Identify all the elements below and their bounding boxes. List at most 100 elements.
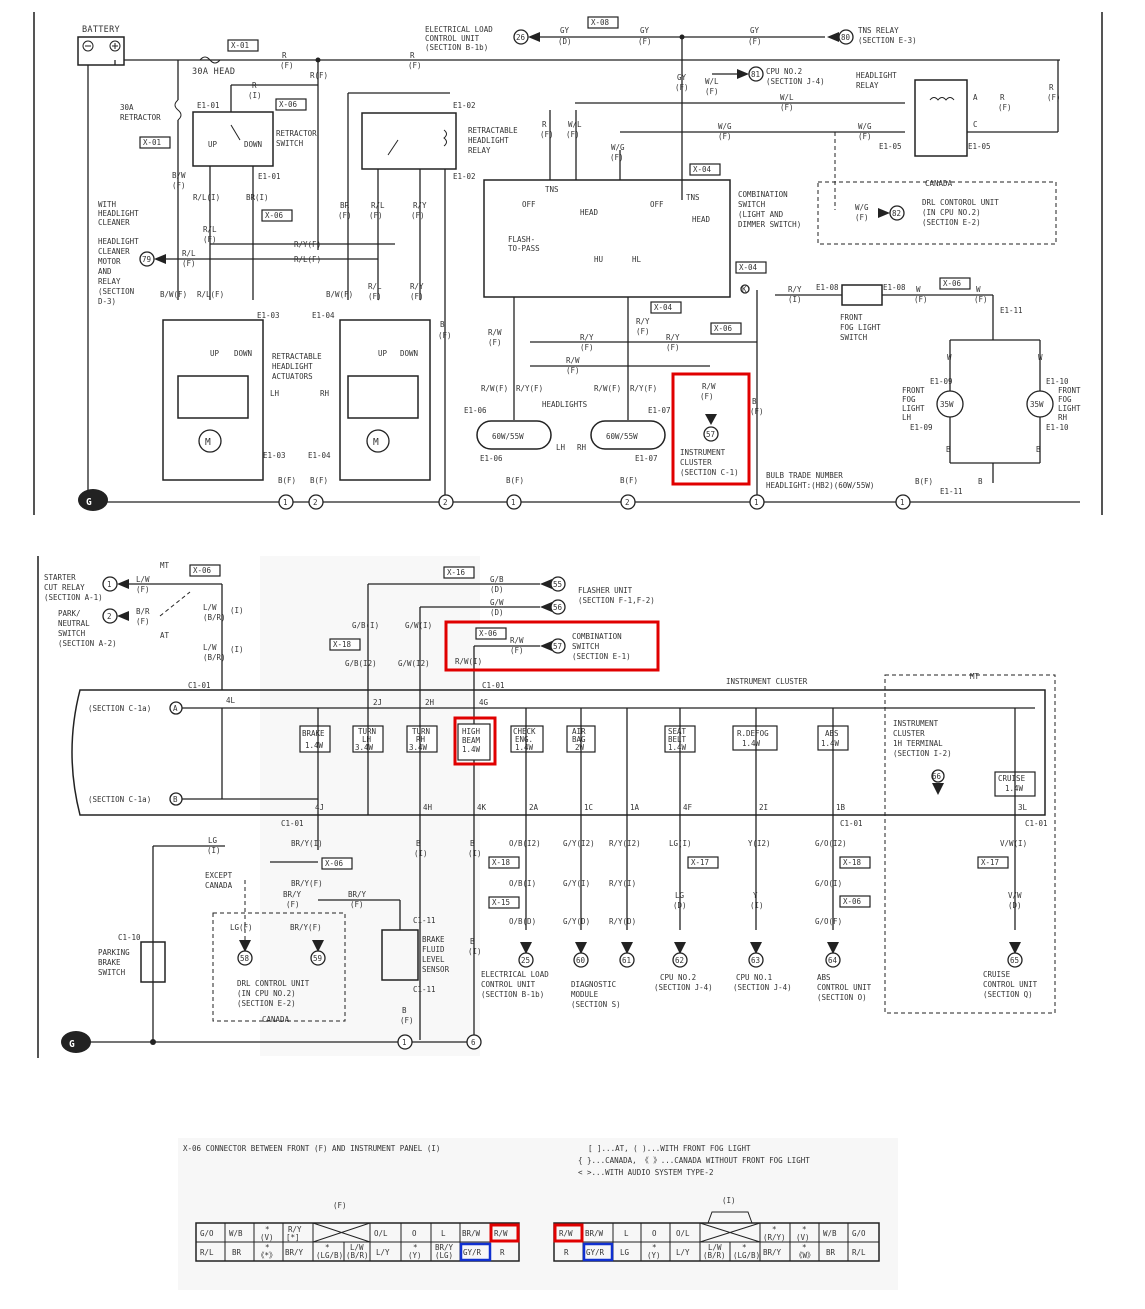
bulb-r-defog: [732, 725, 778, 751]
svg-text:*: *: [265, 1225, 270, 1234]
svg-text:SENSOR: SENSOR: [422, 965, 450, 974]
svg-text:LG: LG: [675, 891, 685, 900]
svg-text:(F): (F): [718, 132, 732, 141]
svg-text:65: 65: [1010, 956, 1019, 965]
svg-text:R/L: R/L: [203, 225, 217, 234]
svg-text:B: B: [470, 937, 475, 946]
svg-text:R/W(F): R/W(F): [481, 384, 508, 393]
svg-text:R(F): R(F): [310, 71, 328, 80]
svg-text:BAG: BAG: [572, 735, 586, 744]
svg-text:R/L: R/L: [852, 1248, 866, 1257]
svg-text:ENG.: ENG.: [515, 735, 533, 744]
svg-text:(F): (F): [636, 327, 650, 336]
svg-text:BR: BR: [232, 1248, 242, 1257]
svg-text:B: B: [416, 839, 421, 848]
svg-text:E1-06: E1-06: [464, 406, 487, 415]
svg-text:DOWN: DOWN: [244, 140, 262, 149]
svg-text:PARK/: PARK/: [58, 609, 81, 618]
svg-text:1.4W: 1.4W: [668, 743, 687, 752]
svg-text:(IN CPU NO.2): (IN CPU NO.2): [237, 989, 296, 998]
svg-text:X-06: X-06: [265, 211, 284, 220]
svg-text:G/O: G/O: [200, 1229, 214, 1238]
actuator-lh: [162, 319, 264, 481]
svg-text:E1-06: E1-06: [480, 454, 503, 463]
svg-text:GY/R: GY/R: [586, 1248, 605, 1257]
svg-text:LH: LH: [362, 735, 372, 744]
svg-text:30A: 30A: [120, 103, 134, 112]
svg-text:(I): (I): [468, 849, 482, 858]
svg-text:1C: 1C: [584, 803, 593, 812]
svg-text:LG: LG: [620, 1248, 630, 1257]
svg-text:X-04: X-04: [739, 263, 758, 272]
svg-text:X-06: X-06: [943, 279, 962, 288]
svg-text:PARKING: PARKING: [98, 948, 130, 957]
svg-text:SEAT: SEAT: [668, 727, 687, 736]
svg-text:C1-10: C1-10: [118, 933, 141, 942]
svg-text:56: 56: [553, 603, 563, 612]
svg-text:(F): (F): [400, 1016, 414, 1025]
svg-text:G/O: G/O: [852, 1229, 866, 1238]
svg-text:W/L: W/L: [705, 77, 719, 86]
svg-text:35W: 35W: [940, 400, 954, 409]
svg-text:(SECTION E-2): (SECTION E-2): [922, 218, 981, 227]
svg-text:DOWN: DOWN: [234, 349, 252, 358]
svg-text:BELT: BELT: [668, 735, 687, 744]
svg-text:UP: UP: [378, 349, 388, 358]
svg-text:W/B: W/B: [823, 1229, 837, 1238]
svg-text:W: W: [1038, 353, 1043, 362]
svg-text:R/L: R/L: [182, 249, 196, 258]
svg-text:(I): (I): [788, 295, 802, 304]
svg-text:SWITCH: SWITCH: [572, 642, 600, 651]
svg-text:B: B: [752, 397, 757, 406]
svg-text:25: 25: [521, 956, 530, 965]
svg-text:R/W: R/W: [559, 1229, 573, 1238]
svg-text:X-01: X-01: [231, 41, 249, 50]
svg-text:LIGHT: LIGHT: [1058, 404, 1081, 413]
svg-text:CLUSTER: CLUSTER: [680, 458, 712, 467]
svg-text:1.4W: 1.4W: [1005, 784, 1024, 793]
svg-text:LG(I): LG(I): [669, 839, 692, 848]
svg-text:(SECTION F-1,F-2): (SECTION F-1,F-2): [578, 596, 655, 605]
svg-text:M: M: [205, 437, 211, 448]
svg-text:W/L: W/L: [780, 93, 794, 102]
svg-text:{ }...CANADA, 《 》...CANADA WIT: { }...CANADA, 《 》...CANADA WITHOUT FRONT…: [578, 1156, 810, 1165]
svg-text:DIMMER SWITCH): DIMMER SWITCH): [738, 220, 801, 229]
svg-text:CONTROL UNIT: CONTROL UNIT: [983, 980, 1038, 989]
svg-text:BR/Y(F): BR/Y(F): [291, 879, 323, 888]
svg-text:W: W: [947, 353, 952, 362]
svg-text:UP: UP: [208, 140, 218, 149]
svg-text:*: *: [772, 1225, 777, 1234]
svg-text:B(F): B(F): [915, 477, 933, 486]
svg-text:X-06: X-06: [843, 897, 862, 906]
ground-icon-top: G: [78, 489, 108, 511]
svg-text:(I): (I): [750, 901, 764, 910]
svg-text:B(F): B(F): [506, 476, 524, 485]
svg-text:SWITCH: SWITCH: [58, 629, 86, 638]
svg-text:(F): (F): [369, 211, 383, 220]
svg-text:X-06: X-06: [279, 100, 298, 109]
svg-text:(F): (F): [858, 132, 872, 141]
svg-text:R: R: [542, 120, 547, 129]
svg-text:G: G: [86, 497, 92, 508]
svg-text:K: K: [742, 285, 747, 294]
svg-text:E1-01: E1-01: [197, 101, 220, 110]
svg-text:R: R: [1000, 93, 1005, 102]
svg-text:BR/Y(I): BR/Y(I): [291, 839, 323, 848]
node-65: [1007, 952, 1023, 968]
canada-dashed-box: [817, 181, 1057, 245]
svg-text:2: 2: [107, 612, 112, 621]
svg-text:G/B: G/B: [490, 575, 504, 584]
svg-text:R/Y(F): R/Y(F): [630, 384, 657, 393]
svg-text:AND: AND: [98, 267, 112, 276]
retractable-headlight-relay: [361, 112, 457, 170]
svg-text:SWITCH: SWITCH: [276, 139, 304, 148]
svg-text:(Y): (Y): [408, 1251, 422, 1260]
elc-unit-label: ELECTRICAL LOAD: [425, 25, 493, 34]
svg-text:LH: LH: [902, 413, 912, 422]
svg-text:G/W: G/W: [490, 598, 504, 607]
svg-text:(V): (V): [260, 1233, 274, 1242]
svg-text:UP: UP: [210, 349, 220, 358]
svg-text:1: 1: [754, 498, 759, 507]
